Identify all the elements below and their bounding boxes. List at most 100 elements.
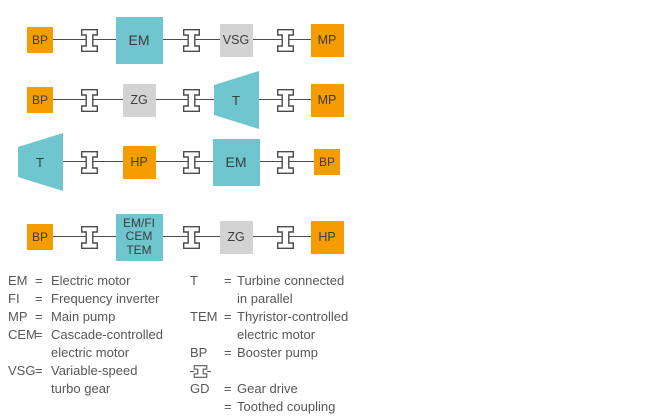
- equals-sign: =: [224, 345, 232, 360]
- legend-description-line: Gear drive: [237, 381, 298, 396]
- legend-abbr: MP: [8, 309, 28, 324]
- zg-box: ZG: [219, 220, 253, 254]
- legend-description-line: Cascade-controlled: [51, 327, 164, 342]
- equals-sign: =: [224, 273, 232, 288]
- legend-description-line: electric motor: [51, 345, 130, 360]
- legend-description-line: Toothed coupling: [237, 399, 336, 414]
- box-label-line: TEM: [126, 242, 152, 257]
- turbine-trapezoid: T: [213, 71, 259, 129]
- equals-sign: =: [224, 399, 232, 414]
- legend-description-line: Variable-speed: [51, 363, 138, 378]
- hp-box: HP: [122, 145, 156, 179]
- mp-box: MP: [310, 83, 344, 117]
- legend-description: Gear drive: [237, 380, 368, 398]
- legend-description-line: Turbine connected: [237, 273, 345, 288]
- drive-shaft-line: [40, 39, 327, 41]
- legend-abbr: GD: [190, 381, 210, 396]
- box-label: ZG: [130, 93, 148, 107]
- zg-box: ZG: [122, 83, 156, 117]
- equals-sign: =: [35, 291, 43, 306]
- legend-entry: EM = Electric motor: [8, 272, 186, 290]
- turbine-trapezoid: T: [17, 133, 63, 191]
- box-label: VSG: [222, 33, 250, 47]
- coupling-icon: [80, 28, 98, 52]
- box-label-line: CEM: [125, 229, 153, 244]
- coupling-icon: [80, 150, 98, 174]
- coupling-icon: [182, 28, 200, 52]
- legend-description-line: electric motor: [237, 327, 316, 342]
- coupling-icon: [182, 225, 200, 249]
- equals-sign: =: [35, 273, 43, 288]
- coupling-icon: [276, 88, 294, 112]
- legend-description: Booster pump: [237, 344, 368, 362]
- legend-description: Variable-speed turbo gear: [51, 362, 186, 398]
- bp-box: BP: [27, 87, 53, 113]
- coupling-icon: [276, 225, 294, 249]
- legend-entry: TEM = Thyristor-controlled electric motor: [190, 308, 368, 344]
- legend-abbr: EM: [8, 273, 28, 288]
- box-label: HP: [130, 155, 148, 169]
- vsg-box: VSG: [219, 23, 253, 57]
- box-label: BP: [31, 93, 48, 107]
- hp-box: HP: [310, 220, 344, 254]
- box-label: ZG: [227, 230, 245, 244]
- em-box: EM: [115, 16, 163, 64]
- box-label: BP: [318, 155, 335, 169]
- trapezoid-label: T: [232, 92, 240, 108]
- drive-shaft-line: [40, 236, 327, 238]
- coupling-icon: [182, 150, 200, 174]
- legend-description: Main pump: [51, 308, 186, 326]
- box-label: HP: [318, 230, 336, 244]
- equals-sign: =: [35, 309, 43, 324]
- legend-description-line: turbo gear: [51, 381, 111, 396]
- equals-sign: =: [224, 309, 232, 324]
- coupling-icon: [276, 28, 294, 52]
- box-label: EM: [225, 154, 247, 170]
- legend-entry: VSG= Variable-speed turbo gear: [8, 362, 186, 398]
- drive-shaft-line: [40, 161, 327, 163]
- legend-entry: = Toothed coupling: [190, 398, 368, 416]
- legend-abbr: TEM: [190, 309, 218, 324]
- coupling-icon: [190, 362, 368, 380]
- bp-box: BP: [27, 224, 53, 250]
- legend-description-line: Booster pump: [237, 345, 318, 360]
- coupling-icon: [80, 88, 98, 112]
- trapezoid-label: T: [36, 154, 44, 170]
- legend-entry: BP = Booster pump: [190, 344, 368, 362]
- legend-abbr: VSG: [8, 363, 36, 378]
- bp-box: BP: [314, 149, 340, 175]
- coupling-icon: [182, 88, 200, 112]
- coupling-icon: [276, 150, 294, 174]
- legend-abbr: T: [190, 273, 198, 288]
- legend-abbr: [190, 398, 224, 416]
- mp-box: MP: [310, 23, 344, 57]
- legend-description: Electric motor: [51, 272, 186, 290]
- legend-abbr: BP: [190, 345, 208, 360]
- drive-shaft-line: [40, 99, 327, 101]
- box-label: BP: [31, 230, 48, 244]
- equals-sign: =: [35, 363, 43, 378]
- legend-description-line: Electric motor: [51, 273, 131, 288]
- legend-description-line: Thyristor-controlled: [237, 309, 349, 324]
- legend-entry: GD = Gear drive: [190, 380, 368, 398]
- legend-description: Turbine connected in parallel: [237, 272, 368, 308]
- box-label: MP: [317, 33, 337, 47]
- legend-description-line: Frequency inverter: [51, 291, 160, 306]
- box-label-line: EM/FI: [123, 215, 155, 230]
- legend-description: Cascade-controlled electric motor: [51, 326, 186, 362]
- legend-entry: FI = Frequency inverter: [8, 290, 186, 308]
- legend-entry: T = Turbine connected in parallel: [190, 272, 368, 308]
- legend-description-line: Main pump: [51, 309, 116, 324]
- legend-description: Thyristor-controlled electric motor: [237, 308, 368, 344]
- box-label: BP: [31, 33, 48, 47]
- legend-description-line: in parallel: [237, 291, 293, 306]
- legend-entry: MP = Main pump: [8, 308, 186, 326]
- em-box: EM: [212, 138, 260, 186]
- legend-description: Frequency inverter: [51, 290, 186, 308]
- equals-sign: =: [224, 381, 232, 396]
- legend-abbr: FI: [8, 291, 20, 306]
- legend-description: Toothed coupling: [237, 398, 368, 416]
